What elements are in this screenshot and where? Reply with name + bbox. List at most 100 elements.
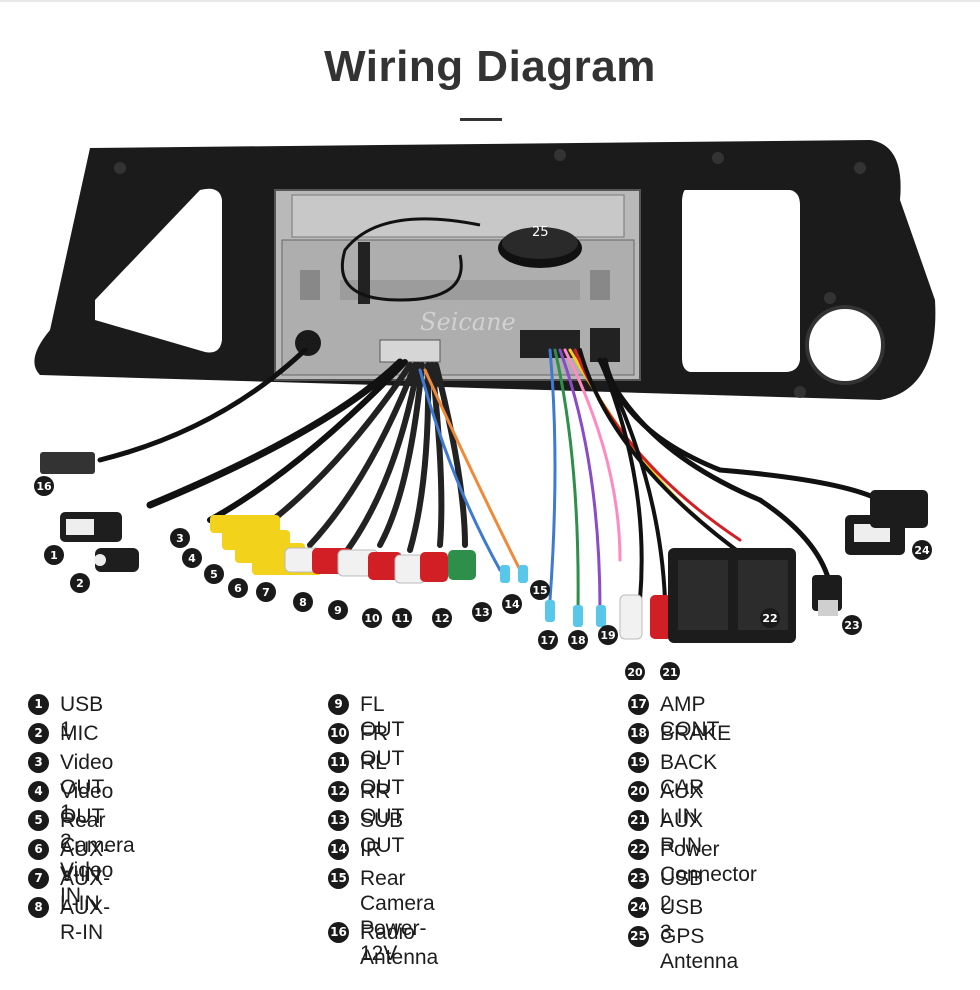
- svg-text:3: 3: [176, 532, 184, 545]
- legend-label: IR: [360, 838, 381, 861]
- legend-label: USB 2: [660, 867, 704, 915]
- svg-text:17: 17: [540, 634, 555, 647]
- legend-number-badge: 1: [28, 694, 49, 715]
- callout-5: 5: [204, 564, 224, 584]
- legend-label: MIC: [60, 722, 99, 745]
- legend-label: AUX L IN: [660, 780, 704, 828]
- svg-text:7: 7: [262, 586, 270, 599]
- connectors: [40, 452, 928, 643]
- title-underline: [460, 118, 502, 121]
- callout-10: 10: [362, 608, 382, 628]
- legend-label: Power Connector: [660, 838, 757, 886]
- svg-text:6: 6: [234, 582, 242, 595]
- legend-number-badge: 24: [628, 897, 649, 918]
- wire-harness: [97, 347, 883, 612]
- legend-number-badge: 3: [28, 752, 49, 773]
- legend-label: AUX R IN: [660, 809, 704, 857]
- legend-number-badge: 13: [328, 810, 349, 831]
- callout-1: 1: [44, 545, 64, 565]
- callout-12: 12: [432, 608, 452, 628]
- svg-text:13: 13: [474, 606, 489, 619]
- callout-8: 8: [293, 592, 313, 612]
- callout-11: 11: [392, 608, 412, 628]
- legend-number-badge: 12: [328, 781, 349, 802]
- svg-text:5: 5: [210, 568, 218, 581]
- svg-text:12: 12: [434, 612, 449, 625]
- legend-label: Video OUT 2: [60, 780, 114, 853]
- watermark-text: Seicane: [420, 308, 516, 336]
- legend-label: AUX-V-IN: [60, 838, 111, 886]
- legend-number-badge: 19: [628, 752, 649, 773]
- gps-number-label: 25: [532, 225, 549, 240]
- callout-13: 13: [472, 602, 492, 622]
- page-title: Wiring Diagram: [324, 42, 656, 91]
- callout-20: 20: [625, 662, 645, 680]
- legend-label: FL OUT: [360, 693, 405, 741]
- legend-number-badge: 2: [28, 723, 49, 744]
- radio-chassis: Seicane: [274, 189, 641, 381]
- svg-text:22: 22: [762, 612, 777, 625]
- callout-9: 9: [328, 600, 348, 620]
- svg-text:21: 21: [662, 666, 677, 679]
- svg-text:14: 14: [504, 598, 520, 611]
- legend-label: Rear Camera Video IN: [60, 809, 135, 907]
- legend-label: Radio Antenna: [360, 921, 439, 969]
- callout-3: 3: [170, 528, 190, 548]
- legend-number-badge: 18: [628, 723, 649, 744]
- callout-2: 2: [70, 573, 90, 593]
- wiring-illustration: Seicane 25: [34, 140, 936, 680]
- callout-18: 18: [568, 630, 588, 650]
- svg-text:18: 18: [570, 634, 585, 647]
- svg-text:19: 19: [600, 629, 615, 642]
- legend-label: USB 1: [60, 693, 104, 741]
- top-rule: [0, 0, 980, 2]
- legend-label: Rear Camera Power-12V: [360, 867, 435, 965]
- callout-23: 23: [842, 615, 862, 635]
- callout-17: 17: [538, 630, 558, 650]
- svg-text:1: 1: [50, 549, 58, 562]
- svg-text:8: 8: [299, 596, 307, 609]
- svg-text:24: 24: [914, 544, 930, 557]
- legend-label: SUB OUT: [360, 809, 405, 857]
- callout-24: 24: [912, 540, 932, 560]
- legend-number-badge: 14: [328, 839, 349, 860]
- legend-number-badge: 15: [328, 868, 349, 889]
- legend-label: FR OUT: [360, 722, 405, 770]
- callout-16: 16: [34, 476, 54, 496]
- legend-number-badge: 6: [28, 839, 49, 860]
- svg-text:9: 9: [334, 604, 342, 617]
- svg-text:4: 4: [188, 552, 196, 565]
- legend-number-badge: 9: [328, 694, 349, 715]
- legend-number-badge: 4: [28, 781, 49, 802]
- callout-22: 22: [760, 608, 780, 628]
- legend-label: RL OUT: [360, 751, 405, 799]
- legend-label: GPS Antenna: [660, 925, 739, 973]
- legend-number-badge: 8: [28, 897, 49, 918]
- gps-antenna: 25: [340, 217, 582, 302]
- svg-text:2: 2: [76, 577, 84, 590]
- legend-number-badge: 17: [628, 694, 649, 715]
- callout-6: 6: [228, 578, 248, 598]
- legend-number-badge: 7: [28, 868, 49, 889]
- legend-number-badge: 5: [28, 810, 49, 831]
- callout-21: 21: [660, 662, 680, 680]
- legend-number-badge: 20: [628, 781, 649, 802]
- legend-label: USB 3: [660, 896, 704, 944]
- svg-text:11: 11: [394, 612, 409, 625]
- legend-label: AUX-R-IN: [60, 896, 111, 944]
- legend-number-badge: 21: [628, 810, 649, 831]
- callout-14: 14: [502, 594, 522, 614]
- callout-7: 7: [256, 582, 276, 602]
- legend-label: RR OUT: [360, 780, 405, 828]
- legend-label: AMP CONT: [660, 693, 720, 741]
- legend-number-badge: 11: [328, 752, 349, 773]
- svg-text:15: 15: [532, 584, 547, 597]
- legend-number-badge: 22: [628, 839, 649, 860]
- legend-label: BRAKE: [660, 722, 732, 745]
- callout-15: 15: [530, 580, 550, 600]
- svg-text:10: 10: [364, 612, 380, 625]
- legend-number-badge: 10: [328, 723, 349, 744]
- legend-label: AUX-L-IN: [60, 867, 111, 915]
- callout-19: 19: [598, 625, 618, 645]
